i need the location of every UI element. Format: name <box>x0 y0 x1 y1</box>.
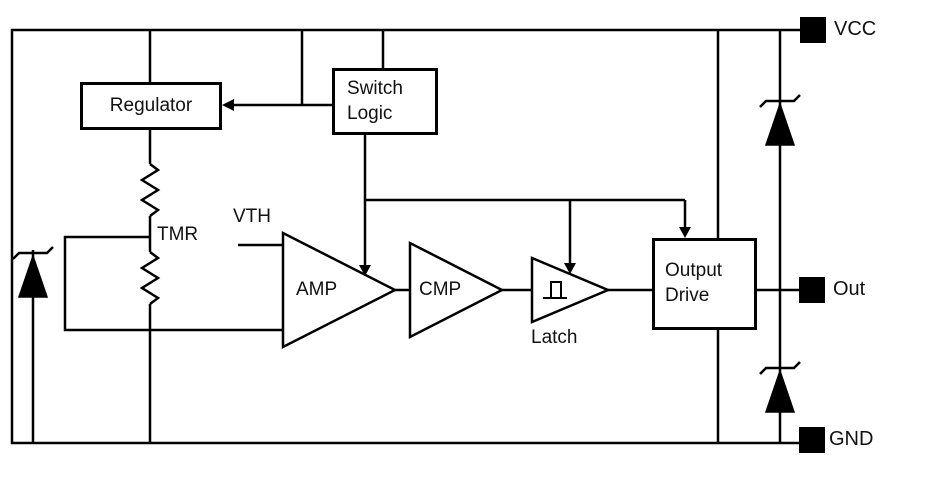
resistor-top <box>139 163 161 217</box>
tmr-feedback-wire <box>63 235 283 332</box>
output-drive-label-line2: Drive <box>665 285 710 306</box>
tmr-label: TMR <box>157 224 199 245</box>
vcc-drop-wires <box>148 30 385 105</box>
gnd-pin-square <box>799 427 825 453</box>
arrow-into-output-drive <box>679 227 691 238</box>
gnd-clamp-zener-diode <box>759 361 801 413</box>
output-drive-label-line1: Output <box>665 260 723 282</box>
vcc-pin-label: VCC <box>834 18 877 40</box>
output-drive-block: Output Drive <box>652 238 757 330</box>
vcc-clamp-zener-diode <box>759 94 801 146</box>
regulator-block: Regulator <box>80 82 222 130</box>
supply-rails <box>10 28 800 445</box>
vth-label: VTH <box>233 206 271 227</box>
hysteresis-icon <box>543 281 567 299</box>
gnd-pin-label: GND <box>829 428 874 450</box>
out-pin-label: Out <box>833 278 866 300</box>
reverse-protection-zener-diode <box>12 246 54 443</box>
chip-border <box>10 28 800 445</box>
cmp-label: CMP <box>419 279 462 300</box>
arrow-into-latch <box>564 263 576 274</box>
switch-logic-to-regulator-arrow <box>222 99 332 111</box>
switch-logic-block: Switch Logic <box>332 68 438 135</box>
switch-logic-control-wires <box>359 135 691 276</box>
vcc-pin-square <box>800 17 826 43</box>
amp-label: AMP <box>296 279 338 300</box>
switch-logic-label-line2: Logic <box>347 102 393 124</box>
regulator-label: Regulator <box>109 94 193 116</box>
amp-triangle <box>281 230 398 350</box>
cmp-triangle <box>408 240 505 340</box>
arrow-into-amp <box>359 265 371 276</box>
latch-label: Latch <box>531 327 578 348</box>
resistor-bottom <box>139 251 161 305</box>
out-pin-square <box>799 277 825 303</box>
timer-resistor-chain <box>139 130 161 443</box>
switch-logic-label-line1: Switch <box>347 77 403 99</box>
